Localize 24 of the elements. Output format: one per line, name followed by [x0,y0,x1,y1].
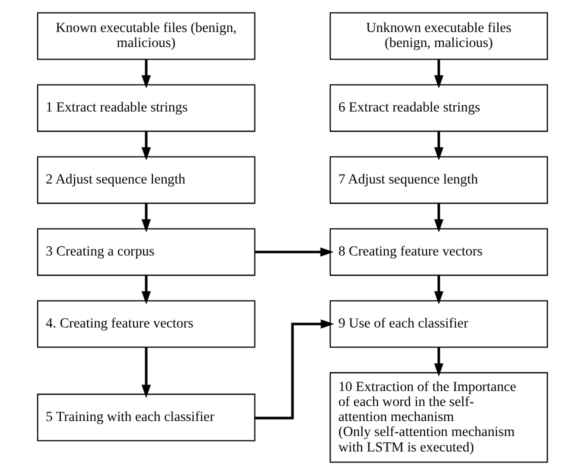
node-box: 1 Extract readable strings [36,84,255,132]
node-box: 2 Adjust sequence length [36,156,255,204]
node-box: 6 Extract readable strings [329,84,548,132]
arrow [434,204,443,232]
arrow [141,348,150,398]
node-box: Unknown executable files (benign, malicious) [329,12,548,60]
arrow [141,132,150,161]
node-box: 3 Creating a corpus [36,228,255,276]
arrow [434,132,443,161]
arrow [141,60,150,89]
arrow [254,247,334,257]
arrow [254,319,334,420]
arrow [141,204,150,232]
node-box: 7 Adjust sequence length [329,156,548,204]
arrow [434,276,443,304]
arrow [434,348,443,377]
node-box: 9 Use of each classifier [329,300,548,348]
node-box: 10 Extraction of the Importance of each word in the self-attention mechanism (Only self-attention mechanism with LSTM is executed) [329,372,548,463]
node-box: 4. Creating feature vectors [36,300,255,348]
node-box: 8 Creating feature vectors [329,228,548,276]
arrow [434,60,443,89]
arrow [141,276,150,304]
node-box: Known executable files (benign, malicious) [36,12,255,60]
node-box: 5 Training with each classifier [36,394,255,442]
